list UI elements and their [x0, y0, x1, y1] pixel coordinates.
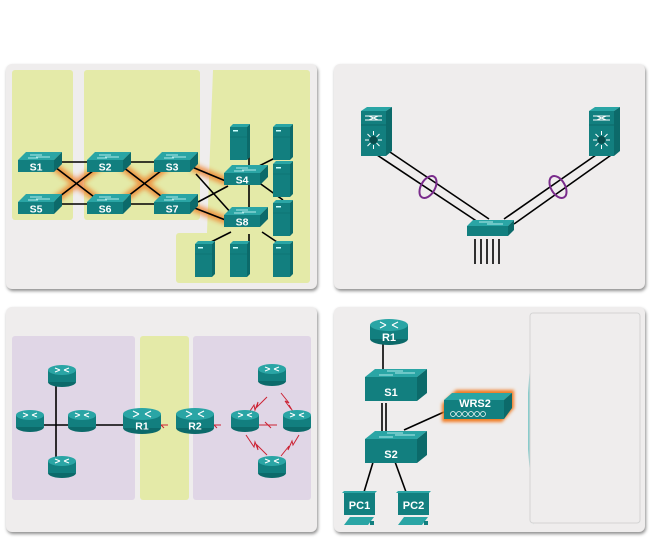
router-icon[interactable]	[257, 455, 287, 479]
zone-wan	[140, 336, 189, 500]
panel-routed-wan: R1 R2	[6, 307, 317, 532]
switch-s2[interactable]: S2	[86, 151, 132, 174]
lan-links	[363, 342, 445, 493]
pc-pc2[interactable]: PC2	[396, 491, 431, 525]
router-r1[interactable]: R1	[370, 319, 408, 345]
switch-mesh-diagram: S1 S2 S3 S4 S5 S6 S7 S8	[12, 70, 310, 283]
switch-s6[interactable]: S6	[86, 193, 132, 216]
zone-distribution	[84, 70, 200, 220]
switch-label: S5	[30, 204, 43, 216]
server-icon	[229, 240, 251, 278]
router-icon[interactable]	[230, 409, 260, 433]
switch-label: S1	[30, 162, 43, 174]
server-icon	[272, 123, 294, 161]
uplinks	[373, 147, 615, 264]
etherchannel-diagram	[360, 106, 621, 264]
switch-s1[interactable]: S1	[17, 151, 63, 174]
small-lan-diagram: R1 S1 S2 WRS2	[342, 312, 641, 525]
switch-s7[interactable]: S7	[153, 193, 199, 216]
switch-label: S2	[99, 162, 112, 174]
switch-label: S8	[236, 217, 249, 229]
multilayer-switch-icon[interactable]	[588, 106, 621, 157]
panel-switch-mesh: S1 S2 S3 S4 S5 S6 S7 S8	[6, 64, 317, 289]
switch-label: S1	[384, 387, 397, 399]
panel-etherchannel	[334, 64, 645, 289]
switch-s8[interactable]: S8	[223, 206, 269, 229]
switch-label: S3	[166, 162, 179, 174]
router-icon[interactable]	[15, 409, 45, 433]
switch-s2[interactable]: S2	[365, 431, 427, 463]
switch-label: S4	[236, 175, 249, 187]
etherchannel-bundle-icon	[418, 175, 438, 199]
router-icon[interactable]	[257, 363, 287, 387]
router-icon[interactable]	[67, 409, 97, 433]
router-label: R1	[135, 421, 149, 433]
switch-label: S7	[166, 204, 179, 216]
server-icon	[272, 240, 294, 278]
router-label: R2	[188, 421, 202, 433]
server-icon	[194, 240, 216, 278]
switch-label: S6	[99, 204, 112, 216]
router-icon[interactable]	[47, 455, 77, 479]
server-icon	[272, 199, 294, 237]
wireless-label: WRS2	[459, 398, 491, 410]
router-icon[interactable]	[47, 364, 77, 388]
pc-label: PC2	[403, 500, 424, 512]
multilayer-switch-icon[interactable]	[360, 106, 393, 157]
wireless-router-wrs2[interactable]: WRS2	[442, 390, 514, 422]
router-icon[interactable]	[282, 409, 312, 433]
router-r1[interactable]: R1	[122, 407, 162, 435]
router-label: R1	[382, 332, 396, 344]
switch-s3[interactable]: S3	[153, 151, 199, 174]
pc-label: PC1	[349, 500, 370, 512]
access-switch-icon[interactable]	[467, 220, 514, 236]
switch-s4[interactable]: S4	[223, 164, 269, 187]
server-icon	[229, 123, 251, 161]
zoom-detail-panel	[529, 312, 641, 524]
pc-pc1[interactable]: PC1	[342, 491, 377, 525]
panel-small-lan: R1 S1 S2 WRS2	[334, 307, 645, 532]
router-r2[interactable]: R2	[175, 407, 215, 435]
zone-access-left	[12, 70, 73, 220]
server-icon	[272, 160, 294, 198]
switch-label: S2	[384, 449, 397, 461]
antenna-ports-icon	[450, 411, 486, 417]
routed-wan-diagram: R1 R2	[12, 336, 312, 500]
etherchannel-bundle-icon	[548, 175, 568, 199]
switch-s1[interactable]: S1	[365, 369, 427, 401]
switch-s5[interactable]: S5	[17, 193, 63, 216]
